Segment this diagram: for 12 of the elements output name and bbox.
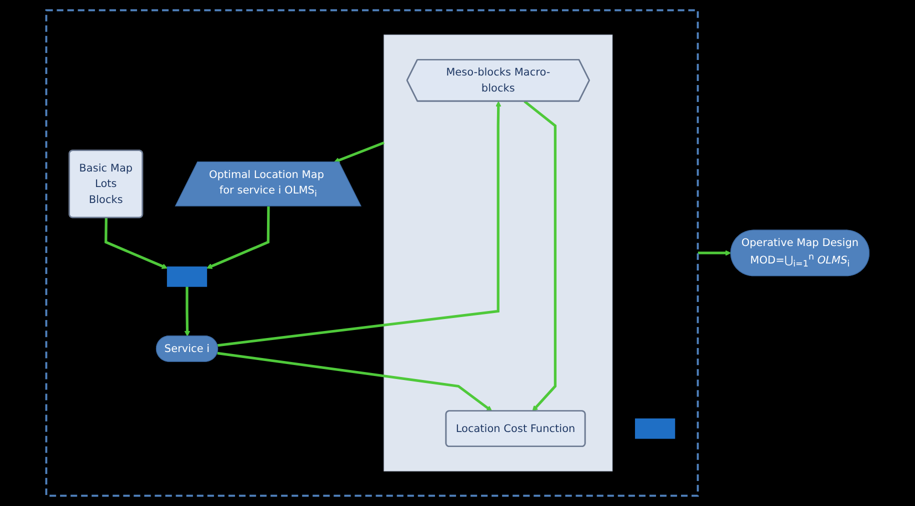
arrow (523, 100, 556, 412)
arrow (334, 141, 384, 163)
node-box (166, 266, 207, 287)
node-box (634, 418, 675, 439)
arrow (698, 250, 731, 256)
arrow (206, 206, 270, 269)
arrow (104, 218, 168, 269)
cluster (383, 34, 612, 472)
cluster (45, 9, 699, 497)
arrow (216, 352, 492, 412)
arrow (217, 101, 502, 347)
arrow (184, 286, 190, 336)
